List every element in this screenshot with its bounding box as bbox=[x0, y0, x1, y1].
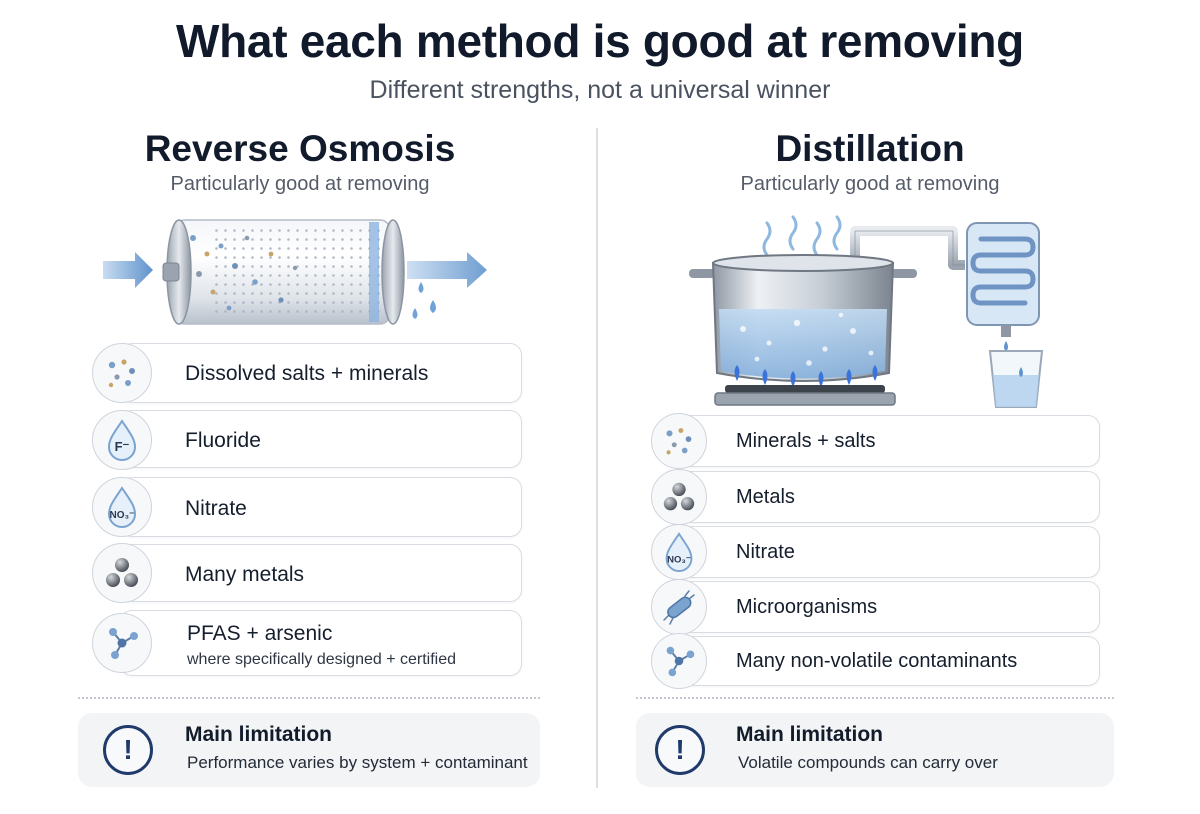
ro-item-label: Many metals bbox=[185, 563, 305, 586]
particles-icon bbox=[651, 413, 707, 469]
ro-item-fluoride bbox=[120, 410, 522, 468]
fluoride-glyph: F⁻ bbox=[115, 439, 130, 454]
distillation-limitation-text: Volatile compounds can carry over bbox=[738, 753, 998, 772]
distillation-item-microorganisms bbox=[675, 581, 1100, 633]
distillation-illustration bbox=[689, 215, 1044, 408]
distillation-limitation-box bbox=[636, 713, 1114, 787]
ro-item-note: where specifically designed + certified bbox=[187, 651, 457, 668]
ro-subtitle: Particularly good at removing bbox=[170, 173, 430, 195]
distillation-subtitle: Particularly good at removing bbox=[740, 173, 1000, 195]
metal-spheres-icon bbox=[92, 543, 152, 603]
ro-limitation-box bbox=[78, 713, 540, 787]
nitrate-glyph: NO₃⁻ bbox=[667, 555, 691, 566]
distillation-item-label: Metals bbox=[736, 486, 795, 508]
ro-item-pfas-arsenic bbox=[120, 610, 522, 676]
ro-item-label: Dissolved salts + minerals bbox=[185, 362, 429, 385]
ro-title: Reverse Osmosis bbox=[144, 128, 456, 169]
fluoride-drop-icon: F⁻ bbox=[92, 410, 152, 470]
ro-item-metals bbox=[120, 544, 522, 602]
molecule-icon bbox=[651, 633, 707, 689]
column-divider bbox=[596, 128, 598, 788]
ro-limitation-text: Performance varies by system + contamina… bbox=[187, 753, 528, 772]
ro-item-label: Fluoride bbox=[185, 429, 261, 452]
ro-membrane-illustration bbox=[103, 219, 487, 325]
distillation-item-label: Microorganisms bbox=[736, 596, 878, 618]
distillation-item-metals bbox=[675, 471, 1100, 523]
nitrate-drop-icon: NO₃⁻ bbox=[92, 477, 152, 537]
warning-icon: ! bbox=[103, 725, 153, 775]
distillation-title: Distillation bbox=[775, 128, 965, 169]
distillation-dotted-divider bbox=[636, 697, 1114, 699]
nitrate-drop-icon: NO₃⁻ bbox=[651, 524, 707, 580]
distillation-item-nitrate bbox=[675, 526, 1100, 578]
ro-item-dissolved-salts bbox=[120, 343, 522, 403]
distillation-item-label: Nitrate bbox=[736, 541, 795, 563]
ro-dotted-divider bbox=[78, 697, 540, 699]
ro-item-nitrate bbox=[120, 477, 522, 537]
warning-icon: ! bbox=[655, 725, 705, 775]
page-subtitle: Different strengths, not a universal win… bbox=[369, 76, 831, 104]
bacteria-icon bbox=[651, 579, 707, 635]
ro-limitation-heading: Main limitation bbox=[185, 723, 332, 746]
distillation-limitation-heading: Main limitation bbox=[736, 723, 883, 746]
molecule-icon bbox=[92, 613, 152, 673]
metal-spheres-icon bbox=[651, 469, 707, 525]
particles-icon bbox=[92, 343, 152, 403]
distillation-item-minerals-salts bbox=[675, 415, 1100, 467]
page-title: What each method is good at removing bbox=[176, 15, 1024, 67]
nitrate-glyph: NO₃⁻ bbox=[110, 510, 135, 521]
distillation-item-label: Many non-volatile contaminants bbox=[736, 650, 1018, 672]
ro-item-label: Nitrate bbox=[185, 497, 247, 520]
ro-item-label: PFAS + arsenic bbox=[187, 622, 333, 645]
distillation-item-non-volatile bbox=[675, 636, 1100, 686]
distillation-item-label: Minerals + salts bbox=[736, 430, 876, 452]
